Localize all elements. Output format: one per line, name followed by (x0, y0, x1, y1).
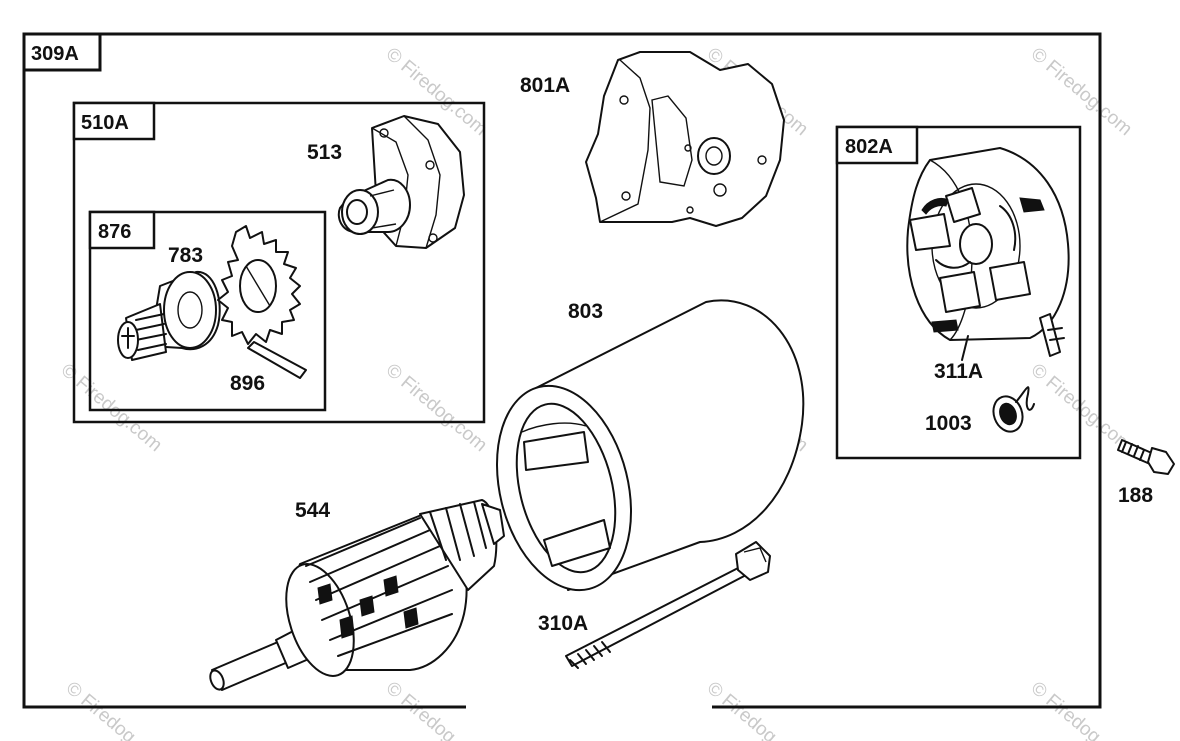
terminal-1003-drawing (992, 386, 1035, 433)
label-188: 188 (1118, 484, 1153, 507)
through-bolt-310a-drawing (565, 541, 771, 669)
box-510a: 510A (72, 101, 486, 424)
watermark: © Firedog.com (62, 678, 171, 741)
watermark: © Firedog.com (382, 678, 491, 741)
box-510a-label: 510A (81, 112, 129, 134)
box-802a-label: 802A (845, 136, 893, 158)
label-311a: 311A (934, 360, 983, 383)
label-513: 513 (307, 141, 342, 164)
label-1003: 1003 (925, 412, 972, 435)
watermark: © Firedog.com (1027, 360, 1136, 456)
box-876: 876 (88, 210, 327, 412)
label-310a: 310A (538, 612, 588, 635)
label-544: 544 (295, 499, 330, 522)
box-876-label: 876 (98, 221, 131, 243)
label-783: 783 (168, 244, 203, 267)
screw-188-drawing (1117, 439, 1175, 475)
assembly-label: 309A (31, 43, 79, 65)
drive-housing-513-drawing (337, 115, 465, 249)
watermark: © Firedog.com (382, 360, 491, 456)
assembly-frame-309a: 309A (22, 32, 1102, 709)
drive-clutch-876-drawing (117, 270, 221, 361)
watermark: © Firedog.com (1027, 44, 1136, 140)
pin-896-drawing (247, 341, 307, 379)
bracket-801a-drawing (585, 51, 785, 227)
watermark: © Firedog.com (1027, 678, 1136, 741)
armature-windings (305, 517, 453, 657)
part-labels: 513 783 896 801A 803 311A 1003 188 544 3… (168, 74, 1153, 635)
armature-544-drawing (209, 499, 505, 691)
label-803: 803 (568, 300, 603, 323)
brush-holder-311a-drawing (906, 147, 1070, 361)
label-896: 896 (230, 372, 265, 395)
label-801a: 801A (520, 74, 570, 97)
motor-housing-803-drawing (495, 299, 805, 592)
box-802a: 802A (835, 125, 1082, 460)
watermark: © Firedog.com (703, 678, 812, 741)
pinion-gear-783-drawing (217, 225, 301, 345)
